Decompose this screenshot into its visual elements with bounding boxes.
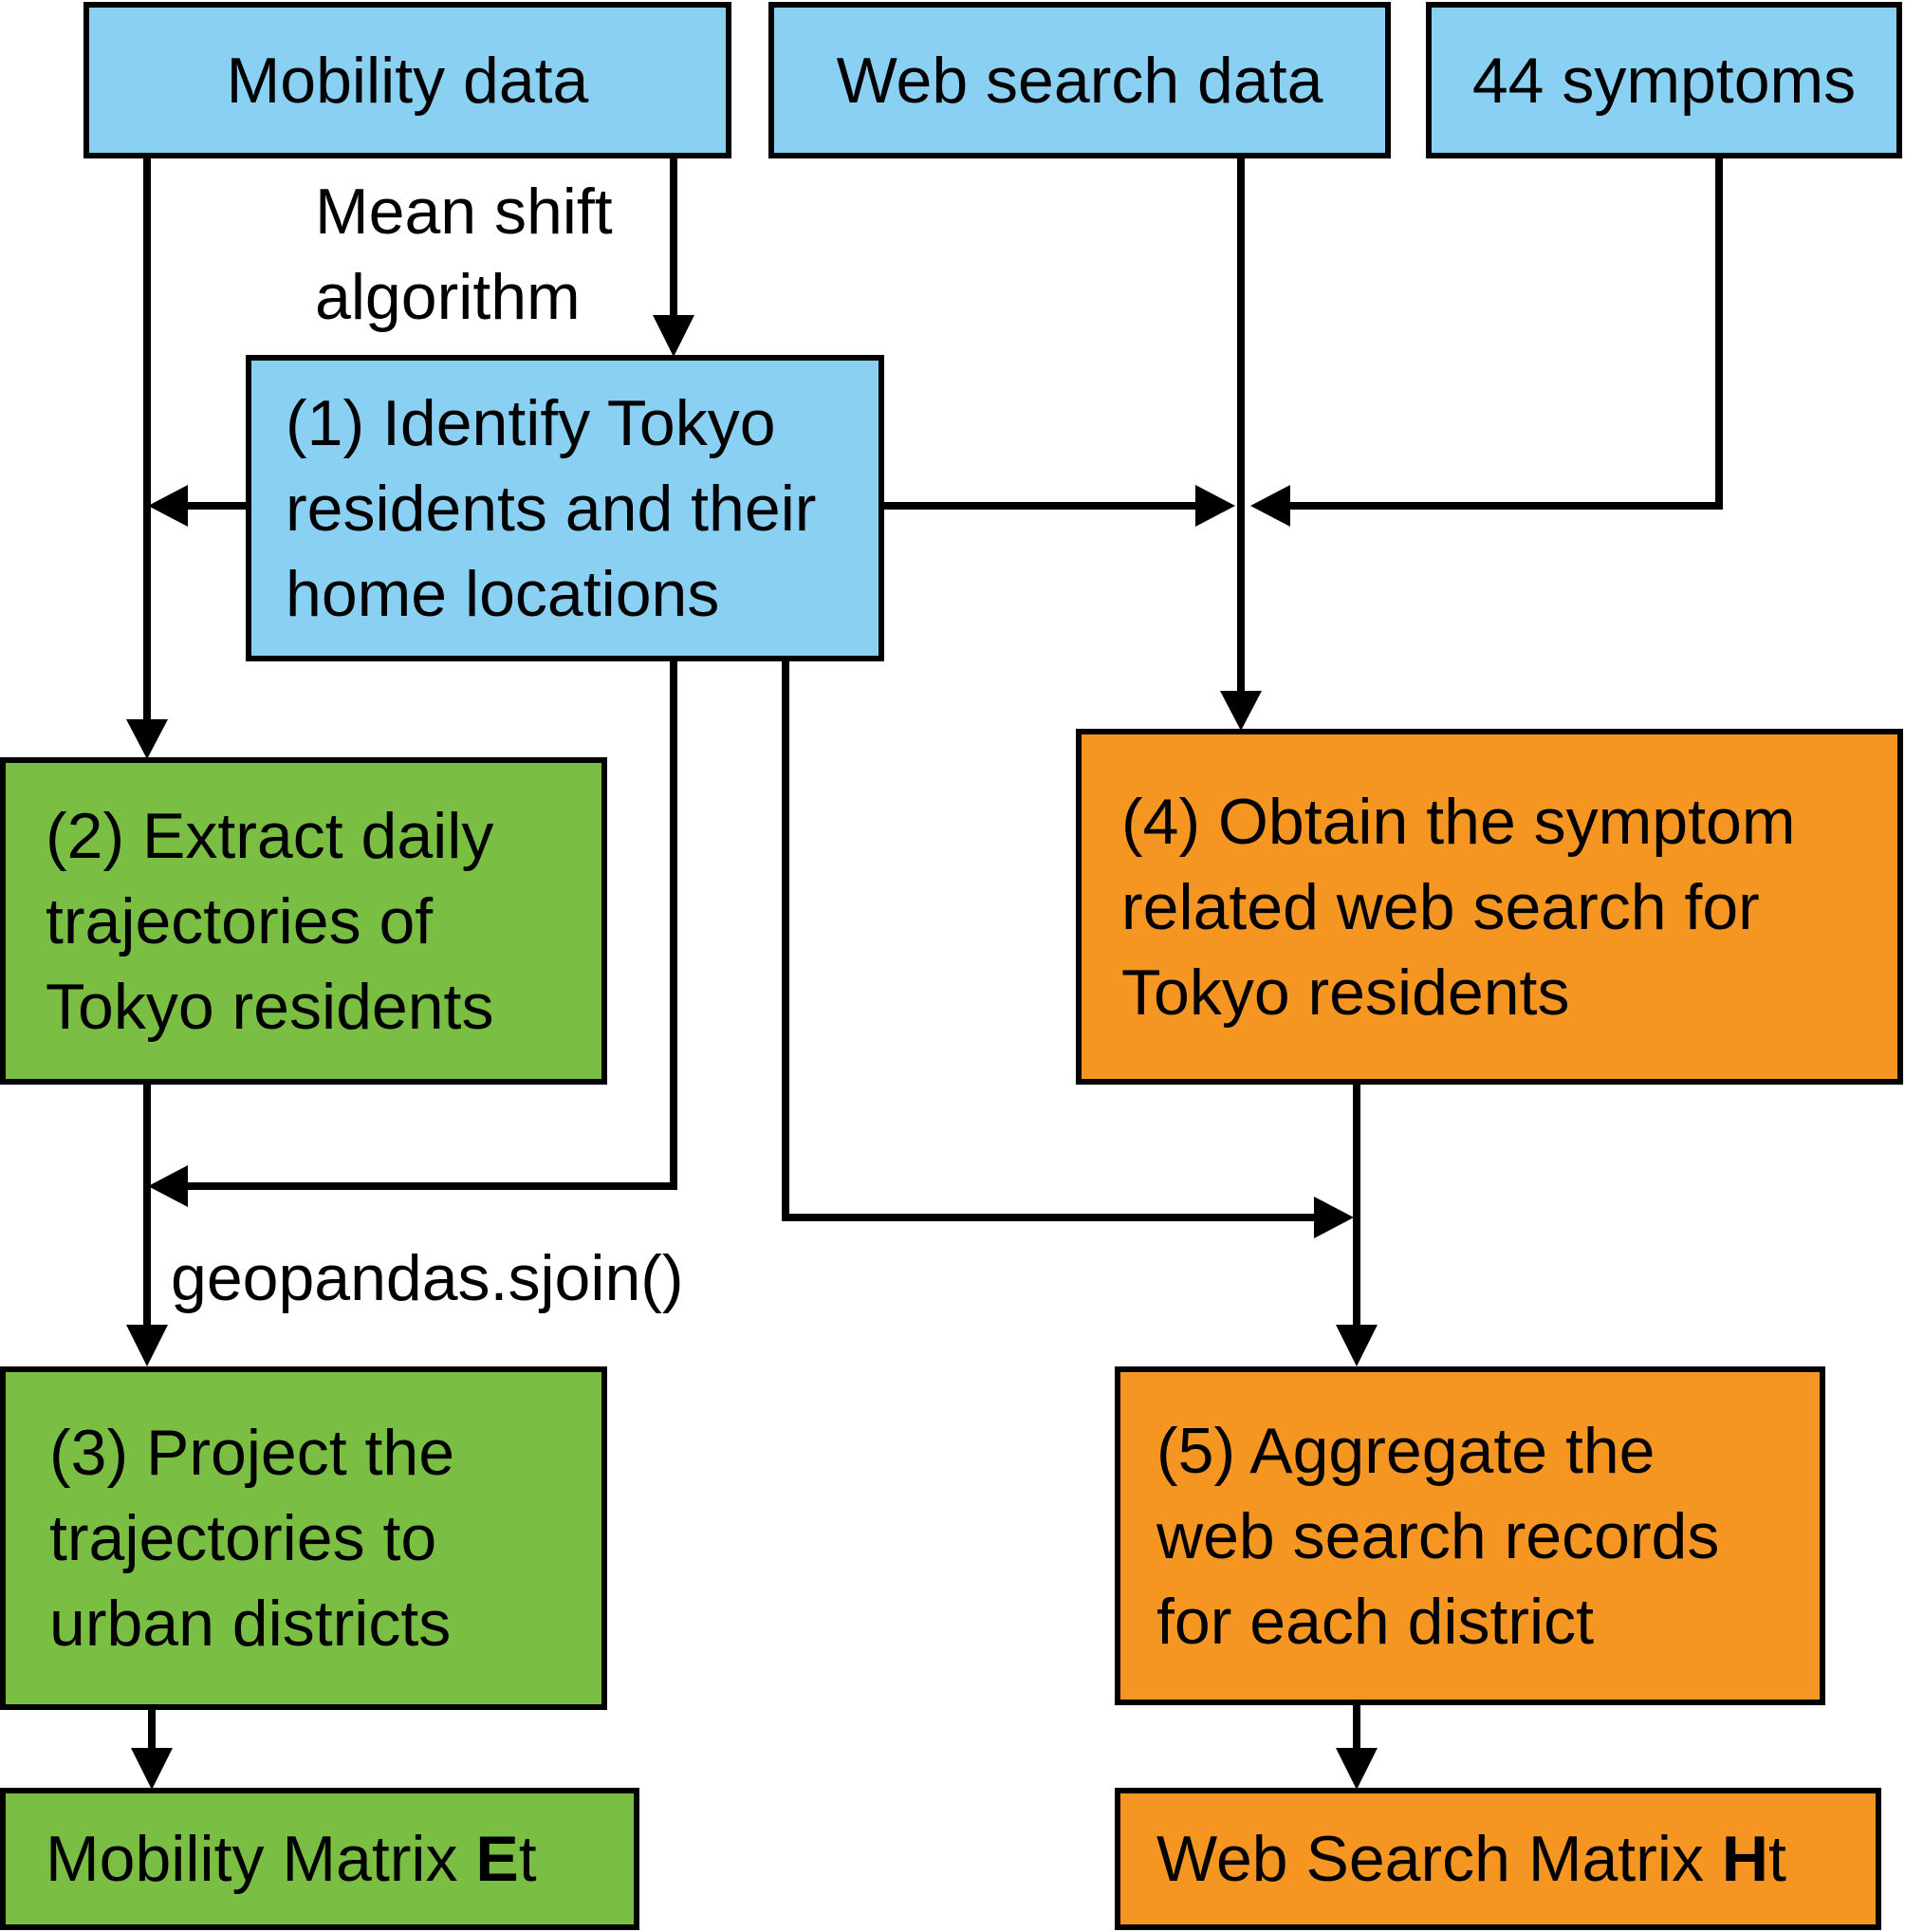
step4-line-2: related web search for: [1121, 870, 1760, 943]
edge-step1-to-step5: [782, 659, 1323, 1221]
step4-line-3: Tokyo residents: [1121, 956, 1570, 1029]
step1-box: (1) Identify Tokyo residents and their h…: [246, 355, 884, 661]
step2-line-3: Tokyo residents: [46, 970, 494, 1043]
mean-shift-label: Mean shift algorithm: [315, 169, 613, 340]
arrowhead-left-junction: [148, 485, 188, 527]
step3-line-3: urban districts: [49, 1588, 452, 1660]
sjoin-text: geopandas.sjoin(): [171, 1242, 684, 1314]
step1-line-3: home locations: [286, 557, 720, 630]
mobility-matrix-symbol: E: [475, 1823, 519, 1895]
symptoms-box: 44 symptoms: [1426, 2, 1902, 158]
sjoin-label: geopandas.sjoin(): [171, 1235, 684, 1321]
arrowhead-step2: [126, 719, 168, 759]
step5-line-1: (5) Aggregate the: [1156, 1414, 1655, 1487]
arrowhead-step3: [126, 1325, 168, 1366]
mobility-matrix-subscript: t: [518, 1823, 537, 1895]
step4-line-1: (4) Obtain the symptom: [1121, 785, 1796, 858]
arrowhead-junction-from-symptoms: [1250, 485, 1290, 527]
web-search-matrix-subscript: t: [1767, 1823, 1786, 1895]
step4-box: (4) Obtain the symptom related web searc…: [1076, 729, 1903, 1085]
web-search-matrix-box: Web Search Matrix Ht: [1115, 1788, 1881, 1930]
step1-line-2: residents and their: [286, 472, 817, 545]
step3-box: (3) Project the trajectories to urban di…: [0, 1366, 607, 1710]
web-search-matrix-label: Web Search Matrix Ht: [1156, 1816, 1876, 1902]
step5-box: (5) Aggregate the web search records for…: [1115, 1366, 1825, 1705]
step5-line-3: for each district: [1156, 1585, 1595, 1658]
step2-line-2: trajectories of: [46, 884, 434, 957]
mobility-matrix-box: Mobility Matrix Et: [0, 1788, 639, 1930]
step3-line-2: trajectories to: [49, 1502, 437, 1574]
arrowhead-step5-junction: [1314, 1197, 1354, 1238]
arrowhead-step1: [653, 315, 694, 357]
step2-line-1: (2) Extract daily: [46, 799, 494, 872]
step3-line-1: (3) Project the: [49, 1417, 455, 1489]
arrowhead-step5: [1336, 1325, 1378, 1366]
mobility-matrix-label: Mobility Matrix Et: [46, 1816, 634, 1902]
web-search-data-label: Web search data: [836, 44, 1323, 117]
arrowhead-sjoin-left: [148, 1165, 188, 1207]
edge-step1-to-sjoin: [176, 659, 677, 1190]
arrowhead-step4: [1220, 691, 1262, 731]
mobility-data-label: Mobility data: [226, 44, 589, 117]
step5-line-2: web search records: [1156, 1499, 1720, 1572]
symptoms-label: 44 symptoms: [1471, 44, 1857, 117]
arrowhead-junction-from-step1: [1195, 485, 1235, 527]
web-search-matrix-symbol: H: [1721, 1823, 1768, 1895]
mobility-data-box: Mobility data: [83, 2, 731, 158]
step1-line-1: (1) Identify Tokyo: [286, 386, 776, 459]
arrowhead-mobility-matrix: [131, 1748, 173, 1790]
step2-box: (2) Extract daily trajectories of Tokyo …: [0, 757, 607, 1085]
mean-shift-line-2: algorithm: [315, 261, 581, 333]
edge-symptoms-to-junction: [1285, 157, 1723, 510]
web-search-matrix-prefix: Web Search Matrix: [1156, 1823, 1722, 1895]
arrowhead-websearch-matrix: [1336, 1748, 1378, 1790]
mean-shift-line-1: Mean shift: [315, 176, 613, 248]
web-search-data-box: Web search data: [768, 2, 1391, 158]
mobility-matrix-prefix: Mobility Matrix: [46, 1823, 476, 1895]
